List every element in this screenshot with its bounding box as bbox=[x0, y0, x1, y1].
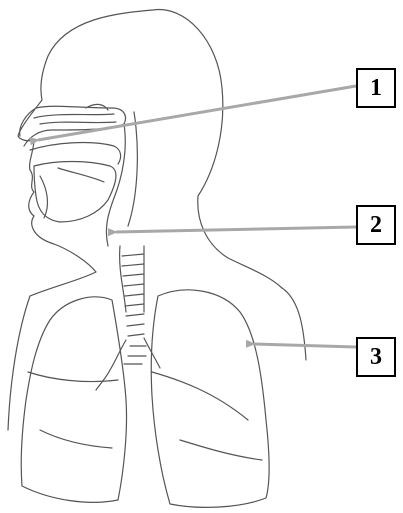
arrow-2 bbox=[116, 227, 356, 232]
shoulder-outline bbox=[8, 288, 306, 430]
label-text-2: 2 bbox=[370, 212, 382, 239]
nasal-cavity bbox=[20, 104, 126, 146]
label-box-2: 2 bbox=[356, 205, 396, 245]
right-lung bbox=[21, 297, 126, 502]
label-text-3: 3 bbox=[370, 344, 382, 371]
left-lung bbox=[151, 290, 269, 507]
pharynx bbox=[106, 112, 137, 246]
oral-cavity bbox=[30, 143, 121, 222]
label-box-3: 3 bbox=[356, 337, 396, 377]
bronchi bbox=[96, 338, 160, 390]
label-box-1: 1 bbox=[356, 68, 396, 108]
trachea bbox=[120, 246, 144, 336]
arrow-3 bbox=[254, 344, 356, 347]
arrow-1 bbox=[38, 86, 356, 140]
label-text-1: 1 bbox=[370, 75, 382, 102]
head-outline bbox=[18, 10, 282, 296]
